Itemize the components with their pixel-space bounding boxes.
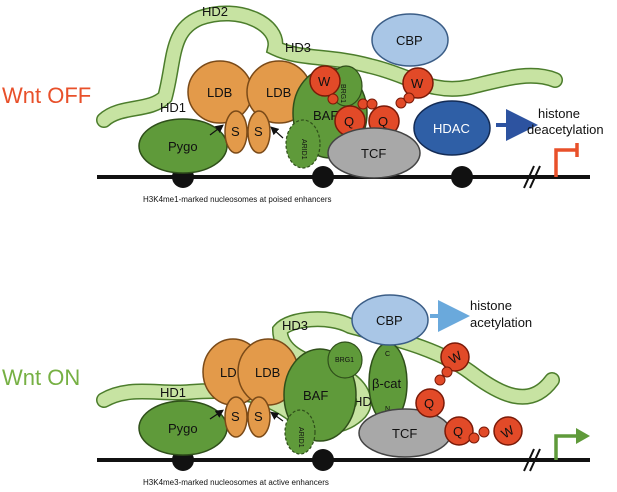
pygo-label: Pygo (168, 139, 198, 154)
hd3-label: HD3 (282, 318, 308, 333)
interaction-arrow (209, 409, 224, 420)
arid1-label: ARID1 (297, 427, 304, 448)
cbp-protein (371, 13, 449, 67)
ssdp-protein (224, 110, 248, 154)
q-label: Q (344, 114, 354, 129)
q-label: Q (453, 424, 463, 439)
brg1-subunit (327, 341, 363, 379)
groucho-linker (366, 98, 378, 110)
groucho-linker (434, 374, 446, 386)
ssdp-protein (224, 396, 248, 438)
ssdp-protein (247, 396, 271, 438)
dna-break-mark (529, 165, 541, 189)
active-promoter-arrowhead (576, 428, 590, 444)
c-terminus-label: C (385, 351, 390, 358)
groucho-w-domain (309, 65, 341, 97)
q-label: Q (424, 396, 434, 411)
brg1-label: BRG1 (335, 357, 354, 364)
nucleosome-note: H3K4me3-marked nucleosomes at active enh… (143, 478, 329, 487)
effect-text-line2: acetylation (470, 315, 532, 330)
dna-break-mark (529, 448, 541, 472)
active-promoter-icon (554, 434, 578, 460)
ssdp-protein (247, 110, 271, 154)
groucho-q-domain (444, 416, 474, 446)
interaction-arrow (209, 124, 224, 136)
s-label: S (254, 409, 263, 424)
ldb-label: LDB (266, 85, 291, 100)
groucho-w-domain (440, 342, 470, 372)
baf-label: BAF (313, 108, 338, 123)
interaction-arrow (270, 126, 284, 139)
s-label: S (254, 124, 263, 139)
effect-text-line1: histone (538, 106, 580, 121)
nucleosome-note: H3K4me1-marked nucleosomes at poised enh… (143, 195, 332, 204)
brg1-label: BRG1 (339, 84, 346, 103)
hdac-label: HDAC (433, 121, 470, 136)
hd2-label: HD2 (202, 4, 228, 19)
s-label: S (231, 409, 240, 424)
n-terminus-label: N (385, 406, 390, 413)
cbp-protein (351, 294, 429, 346)
groucho-w-domain (493, 416, 523, 446)
beta-catenin-label: β-cat (372, 376, 402, 391)
groucho-linker (403, 92, 415, 104)
interaction-arrow (270, 411, 284, 422)
groucho-linker (441, 366, 453, 378)
groucho-linker (468, 432, 480, 444)
cbp-label: CBP (376, 313, 403, 328)
nucleosome (451, 166, 473, 188)
groucho-q-domain (415, 388, 445, 418)
effect-text-line1: histone (470, 298, 512, 313)
hd3-label: HD3 (285, 40, 311, 55)
arid1-label: ARID1 (300, 139, 307, 160)
s-label: S (231, 124, 240, 139)
w-label: W (411, 76, 424, 91)
panel-wnt-off: Wnt OFF H3K4me1-marked nucleosomes at po… (2, 4, 604, 204)
cbp-label: CBP (396, 33, 423, 48)
w-label: W (318, 74, 331, 89)
tcf-protein (327, 127, 421, 179)
effect-text-line2: deacetylation (527, 122, 604, 137)
dna-break-mark (523, 165, 535, 189)
nucleosome (312, 166, 334, 188)
repressed-promoter-icon (554, 143, 579, 177)
groucho-w-domain (402, 67, 434, 99)
arid1-subunit (284, 409, 316, 455)
groucho-linker (478, 426, 490, 438)
ldb-label: LDB (255, 365, 280, 380)
hdac-protein (413, 100, 491, 156)
pygo-label: Pygo (168, 421, 198, 436)
panel-wnt-on: Wnt ON H3K4me3-marked nucleosomes at act… (2, 294, 590, 487)
groucho-linker (395, 97, 407, 109)
tcf-label: TCF (361, 146, 386, 161)
title-wnt-on: Wnt ON (2, 365, 80, 390)
hd-strand (97, 7, 562, 127)
groucho-linker (327, 93, 339, 105)
hd1-label: HD1 (160, 385, 186, 400)
tcf-label: TCF (392, 426, 417, 441)
title-wnt-off: Wnt OFF (2, 83, 91, 108)
dna-break-mark (523, 448, 535, 472)
baf-label: BAF (303, 388, 328, 403)
q-label: Q (378, 114, 388, 129)
hd1-label: HD1 (160, 100, 186, 115)
nucleosome (312, 449, 334, 471)
ldb-label: LDB (207, 85, 232, 100)
arid1-subunit (285, 119, 321, 169)
